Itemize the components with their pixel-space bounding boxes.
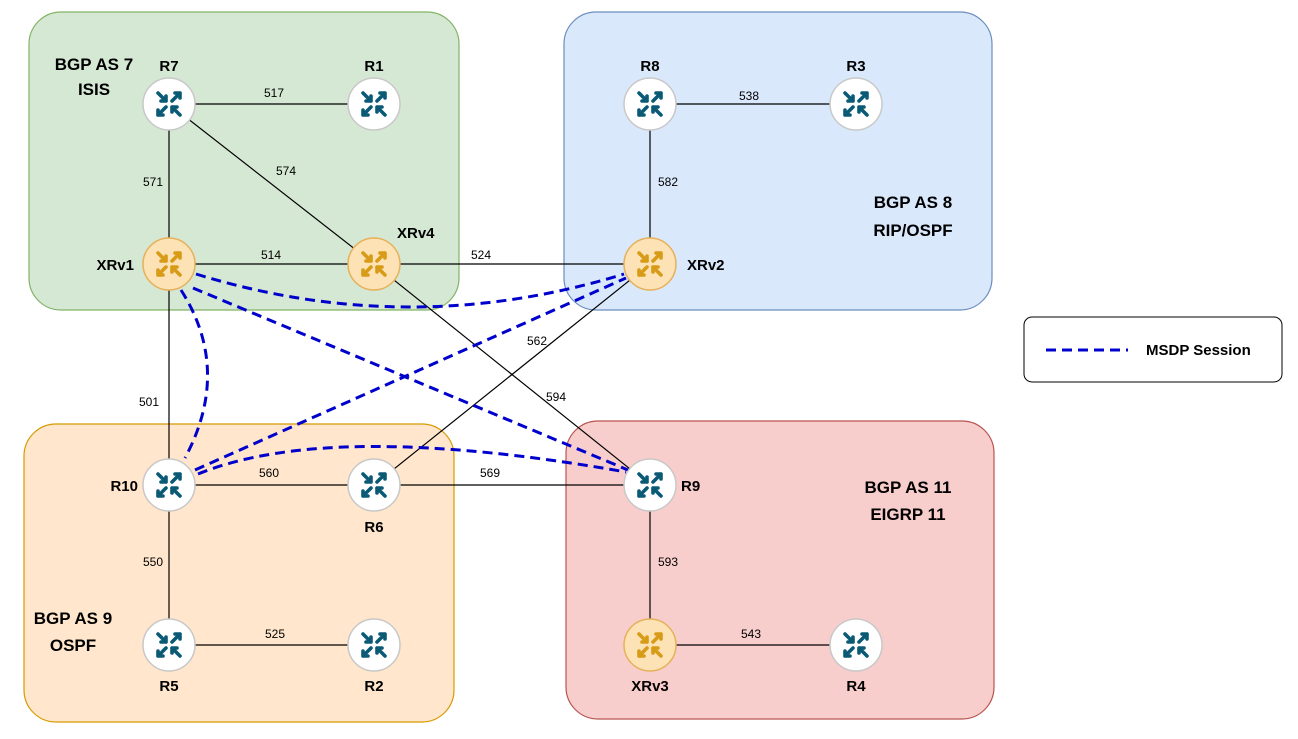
router-body	[623, 77, 677, 131]
router-R2[interactable]	[347, 618, 401, 672]
area-as9	[23, 423, 455, 723]
router-body	[829, 618, 883, 672]
router-label-XRv4: XRv4	[397, 225, 435, 242]
link-label-R9-XRv3: 593	[658, 555, 678, 569]
router-R8[interactable]	[623, 77, 677, 131]
area-label-as8: BGP AS 8	[874, 193, 952, 212]
link-label-R5-R2: 525	[265, 627, 285, 641]
router-body	[347, 237, 401, 291]
router-arrows-icon	[637, 472, 663, 498]
router-label-R4: R4	[846, 678, 866, 695]
msdp-session-R10-XRv2	[194, 276, 627, 472]
link-label-XRv4-XRv2: 524	[471, 248, 491, 262]
link-label-R8-R3: 538	[739, 89, 759, 103]
router-R1[interactable]	[347, 77, 401, 131]
router-arrows-icon	[156, 632, 182, 658]
router-body	[623, 618, 677, 672]
router-arrows-icon	[843, 632, 869, 658]
link-label-XRv2-R6: 562	[527, 334, 547, 348]
router-body	[347, 618, 401, 672]
link-label-XRv4-R9: 594	[546, 390, 566, 404]
router-label-R9: R9	[681, 478, 700, 495]
link-XRv4-R9	[373, 263, 651, 486]
router-label-R3: R3	[846, 58, 865, 75]
router-XRv1[interactable]	[142, 237, 196, 291]
router-XRv4[interactable]	[347, 237, 401, 291]
router-arrows-icon	[843, 91, 869, 117]
router-label-R1: R1	[364, 58, 383, 75]
area-as8	[563, 11, 993, 311]
router-arrows-icon	[156, 91, 182, 117]
link-label-XRv1-R10: 501	[139, 395, 159, 409]
area-protocol-label-as8: RIP/OSPF	[873, 221, 952, 240]
router-arrows-icon	[361, 251, 387, 277]
link-label-R10-R6: 560	[259, 466, 279, 480]
area-protocol-label-as11: EIGRP 11	[870, 505, 945, 524]
router-body	[142, 237, 196, 291]
link-label-R7-XRv4: 574	[276, 164, 296, 178]
router-label-XRv3: XRv3	[631, 678, 669, 695]
router-body	[347, 77, 401, 131]
router-R4[interactable]	[829, 618, 883, 672]
router-arrows-icon	[156, 472, 182, 498]
router-body	[142, 618, 196, 672]
area-as11	[565, 420, 995, 720]
router-body	[829, 77, 883, 131]
router-R7[interactable]	[142, 77, 196, 131]
router-arrows-icon	[637, 251, 663, 277]
msdp-sessions	[179, 272, 629, 476]
area-label-as7: BGP AS 7	[55, 55, 133, 74]
router-label-R2: R2	[364, 678, 383, 695]
msdp-session-XRv1-R9	[192, 286, 629, 472]
link-label-R8-XRv2: 582	[658, 175, 678, 189]
msdp-session-R10-R9	[197, 445, 627, 476]
router-arrows-icon	[637, 91, 663, 117]
link-R7-XRv4	[168, 103, 375, 265]
router-R10[interactable]	[142, 458, 196, 512]
area-label-as11: BGP AS 11	[865, 478, 952, 497]
legend-box	[1023, 316, 1283, 383]
router-label-R10: R10	[110, 478, 138, 495]
area-protocol-label-as7: ISIS	[78, 80, 110, 99]
router-label-XRv1: XRv1	[96, 257, 134, 274]
link-label-R7-XRv1: 571	[143, 175, 163, 189]
router-label-R7: R7	[159, 58, 178, 75]
router-body	[142, 458, 196, 512]
router-R5[interactable]	[142, 618, 196, 672]
router-label-R8: R8	[640, 58, 659, 75]
router-R6[interactable]	[347, 458, 401, 512]
router-body	[623, 237, 677, 291]
router-arrows-icon	[361, 632, 387, 658]
area-protocol-label-as9: OSPF	[50, 636, 96, 655]
router-R3[interactable]	[829, 77, 883, 131]
router-body	[142, 77, 196, 131]
link-label-R7-R1: 517	[264, 86, 284, 100]
router-label-R5: R5	[159, 678, 178, 695]
router-label-R6: R6	[364, 519, 383, 536]
router-XRv3[interactable]	[623, 618, 677, 672]
area-label-as9: BGP AS 9	[34, 609, 112, 628]
msdp-session-XRv1-XRv2	[195, 272, 625, 309]
router-label-XRv2: XRv2	[687, 257, 725, 274]
router-R9[interactable]	[623, 458, 677, 512]
legend-msdp-label: MSDP Session	[1146, 342, 1251, 359]
link-label-XRv3-R4: 543	[741, 627, 761, 641]
router-body	[347, 458, 401, 512]
link-label-R6-R9: 569	[480, 466, 500, 480]
router-arrows-icon	[361, 91, 387, 117]
router-arrows-icon	[637, 632, 663, 658]
msdp-session-XRv1-R10	[179, 289, 209, 459]
router-XRv2[interactable]	[623, 237, 677, 291]
router-body	[623, 458, 677, 512]
link-label-R10-R5: 550	[143, 555, 163, 569]
legend: MSDP Session	[1023, 316, 1283, 383]
link-label-XRv1-XRv4: 514	[261, 248, 281, 262]
router-arrows-icon	[361, 472, 387, 498]
router-arrows-icon	[156, 251, 182, 277]
